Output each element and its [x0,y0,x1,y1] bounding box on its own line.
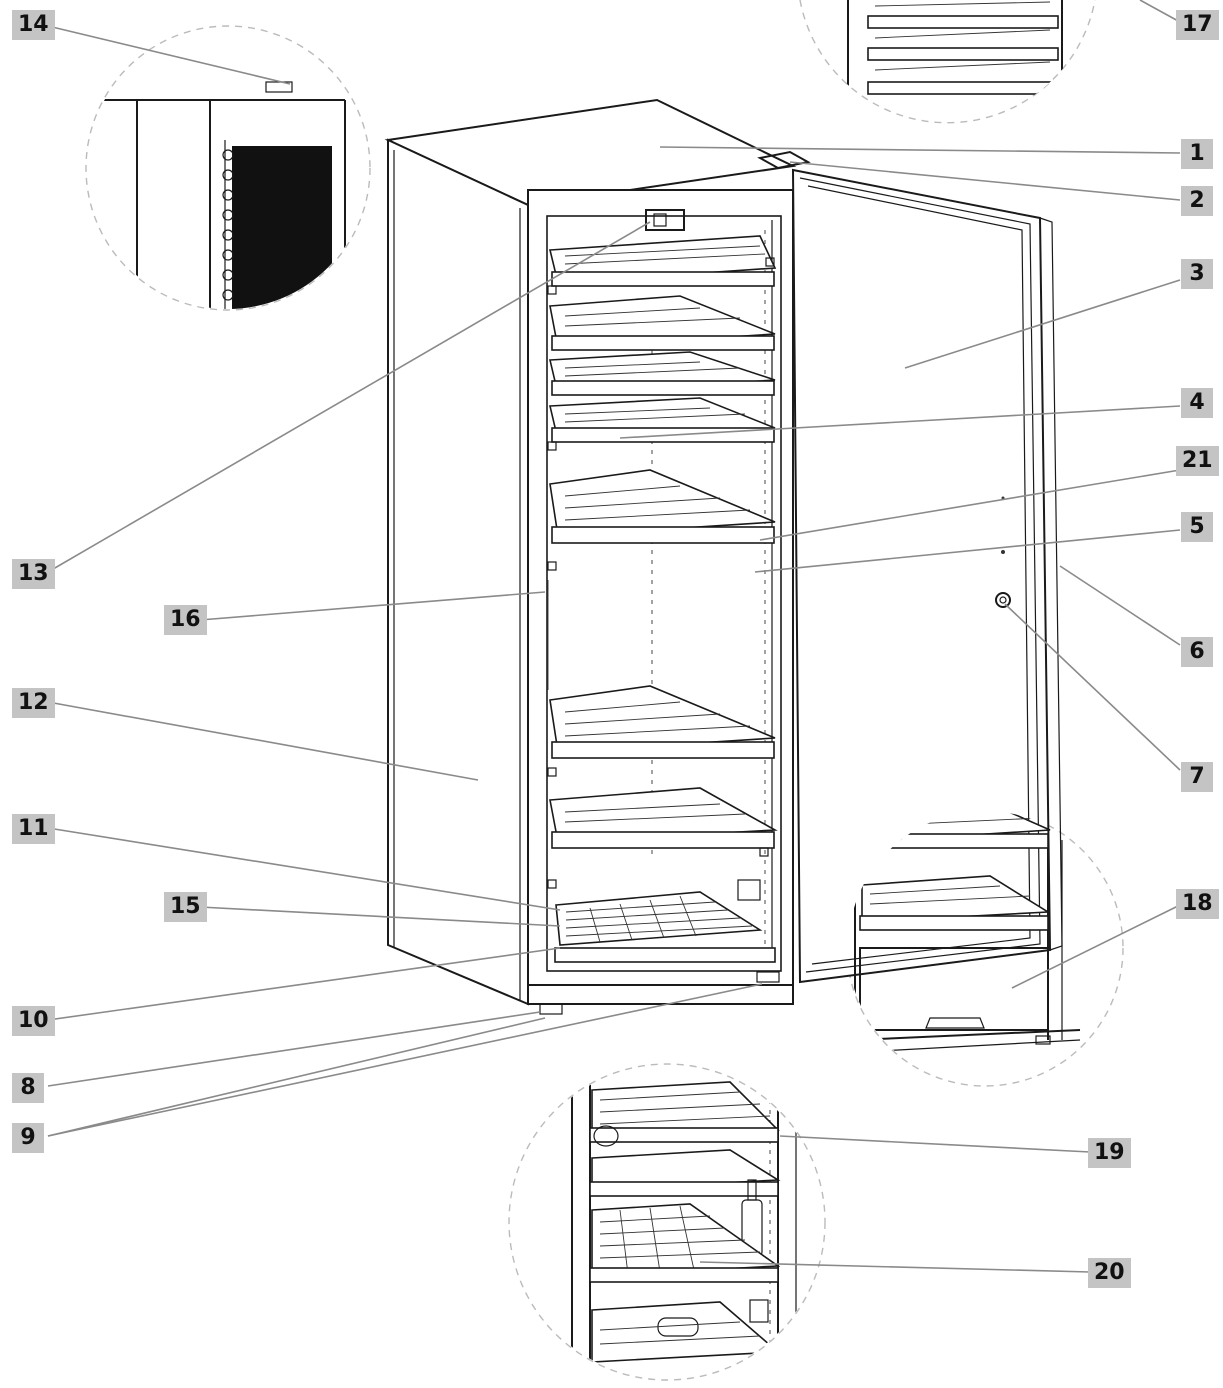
callout-13: 13 [12,559,55,589]
callout-7: 7 [1181,762,1213,792]
detail-circle-hinge [85,25,371,311]
callout-12: 12 [12,688,55,718]
callout-5: 5 [1181,512,1213,542]
callout-9: 9 [12,1123,44,1153]
leader-17 [1139,0,1181,23]
callout-15: 15 [164,892,207,922]
callout-19: 19 [1088,1138,1131,1168]
top-shelves-detail [847,0,1063,110]
wire-rack-and-tray [554,879,776,963]
leader-1 [659,146,1181,154]
bottle-shelves-detail [571,1065,797,1379]
hinge-detail [95,81,346,309]
callout-20: 20 [1088,1258,1131,1288]
leader-8 [47,1011,541,1087]
leader-3 [904,279,1181,369]
callout-17: 17 [1176,10,1219,40]
leader-19 [779,1135,1091,1153]
callout-4: 4 [1181,388,1213,418]
callout-6: 6 [1181,637,1213,667]
leader-2 [789,161,1181,201]
leader-21 [759,469,1181,541]
callout-8: 8 [12,1073,44,1103]
leader-16 [199,591,546,621]
callout-11: 11 [12,814,55,844]
detail-circle-top-shelves [799,0,1096,124]
callout-21: 21 [1176,446,1219,476]
callout-18: 18 [1176,889,1219,919]
leader-9b [47,983,763,1137]
leader-10 [47,947,561,1021]
leader-15 [199,906,561,927]
callout-2: 2 [1181,186,1213,216]
leader-14 [47,25,291,85]
leader-7 [1004,603,1181,771]
leader-4 [619,405,1181,439]
leader-18 [1011,904,1181,989]
leader-13 [47,221,651,573]
leader-20 [699,1261,1091,1273]
leader-11 [47,827,561,911]
leader-9a [47,1017,546,1137]
detail-circle-bottle-shelves [508,1063,826,1381]
callout-14: 14 [12,10,55,40]
callout-1: 1 [1181,139,1213,169]
leader-6 [1059,565,1181,646]
callout-10: 10 [12,1006,55,1036]
callout-16: 16 [164,605,207,635]
cabinet-door [757,150,1063,984]
callout-3: 3 [1181,259,1213,289]
leader-12 [47,701,479,781]
leader-5 [754,529,1181,573]
leader-lines [47,0,1181,1273]
